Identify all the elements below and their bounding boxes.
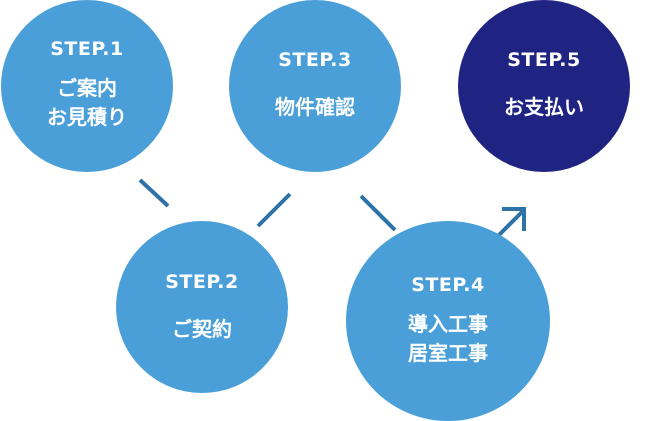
step-text-line: 導入工事 <box>408 312 488 336</box>
step-label: STEP.1 <box>50 38 124 60</box>
step-description: 物件確認 <box>275 93 355 122</box>
step-description: ご契約 <box>172 315 232 344</box>
connector-step2-step3 <box>256 192 292 228</box>
step-description: お支払い <box>504 93 584 122</box>
step-4-circle: STEP.4 導入工事 居室工事 <box>346 221 550 421</box>
step-description: 導入工事 居室工事 <box>408 310 488 368</box>
step-2-circle: STEP.2 ご契約 <box>116 221 288 393</box>
step-text-line: ご案内 <box>57 76 117 100</box>
step-text-line: 物件確認 <box>275 94 355 119</box>
step-text-line: お支払い <box>504 94 584 119</box>
step-1-circle: STEP.1 ご案内 お見積り <box>1 0 173 172</box>
step-text-line: ご契約 <box>172 316 232 341</box>
step-description: ご案内 お見積り <box>47 74 127 132</box>
step-3-circle: STEP.3 物件確認 <box>229 0 401 172</box>
connector-step1-step2 <box>138 178 170 208</box>
arrow-head <box>502 207 526 231</box>
step-text-line: お見積り <box>47 105 127 129</box>
connector-step3-step4 <box>359 194 397 232</box>
step-label: STEP.3 <box>278 48 352 71</box>
step-label: STEP.4 <box>411 274 485 296</box>
step-label: STEP.5 <box>507 48 581 71</box>
arrow-up-right-icon <box>496 207 526 238</box>
step-label: STEP.2 <box>165 270 239 293</box>
step-5-circle: STEP.5 お支払い <box>458 0 630 172</box>
step-text-line: 居室工事 <box>408 341 488 365</box>
connector-step4-step5 <box>496 208 526 238</box>
